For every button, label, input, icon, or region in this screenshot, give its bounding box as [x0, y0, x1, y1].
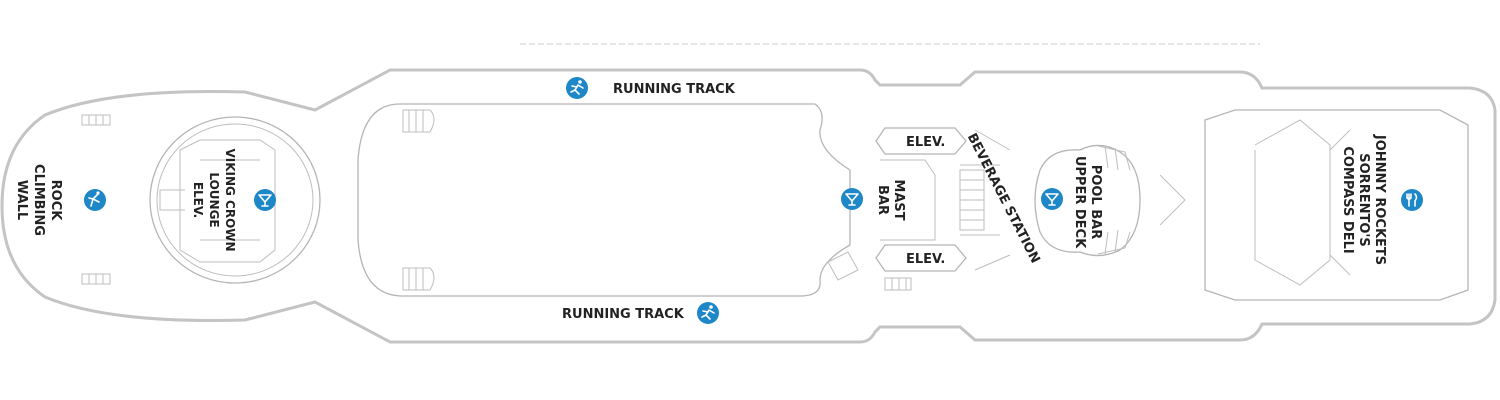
stairs-upper-left — [81, 114, 111, 126]
stairs-mast-lower — [827, 251, 859, 281]
elevator-bank-top — [875, 127, 967, 155]
stairs-pool-bottom — [402, 267, 435, 291]
cocktail-icon — [1041, 188, 1063, 210]
johnny-rockets-label: JOHNNY ROCKETS — [1372, 134, 1387, 265]
pool-bar-upper-deck-label: POOL BAR UPPER DECK — [1072, 156, 1103, 249]
cocktail-icon — [841, 188, 863, 210]
elevator-top-label: ELEV. — [906, 135, 945, 150]
rock-climbing-wall-label: ROCK CLIMBING WALL — [14, 164, 63, 236]
stairs-small-aft — [884, 277, 912, 291]
rock-wall-line-3: WALL — [14, 180, 29, 220]
central-pool-deck-area — [357, 103, 851, 297]
stairs-mid — [959, 169, 985, 231]
stairs-lower-left — [81, 273, 111, 285]
pool-bar-line-1: POOL BAR — [1088, 165, 1103, 239]
stairs-pool-top — [402, 109, 435, 133]
pool-bar-line-2: UPPER DECK — [1072, 156, 1087, 249]
sorrentos-label: SORRENTO'S — [1356, 153, 1371, 246]
mid-structure-lines — [880, 129, 1011, 271]
compass-deli-label: COMPASS DELI — [1340, 146, 1355, 253]
cocktail-icon — [254, 189, 276, 211]
running-track-top-label: RUNNING TRACK — [613, 82, 736, 97]
viking-crown-line-1: VIKING CROWN — [223, 148, 237, 251]
elevator-bottom-label: ELEV. — [906, 252, 945, 267]
aft-dining-interior — [1159, 119, 1351, 286]
rock-wall-line-2: CLIMBING — [31, 164, 46, 236]
aft-dining-structure — [1204, 109, 1469, 301]
mast-bar-line-2: BAR — [875, 185, 890, 215]
viking-crown-outer-ring — [149, 116, 321, 284]
ship-hull-outline — [0, 68, 1497, 344]
climbing-icon — [84, 189, 106, 211]
viking-crown-line-2: LOUNGE — [207, 172, 221, 227]
running-icon — [566, 77, 588, 99]
fork-knife-icon — [1401, 189, 1423, 211]
viking-elev-label: ELEV. — [191, 182, 205, 218]
viking-crown-inner-ring — [156, 123, 314, 277]
aft-dining-label: JOHNNY ROCKETS SORRENTO'S COMPASS DELI — [1340, 134, 1387, 265]
running-track-bottom-label: RUNNING TRACK — [562, 307, 685, 322]
running-icon — [697, 302, 719, 324]
viking-crown-interior — [159, 139, 276, 263]
pool-bar-structure — [1034, 144, 1141, 257]
viking-crown-lounge-label: VIKING CROWN LOUNGE ELEV. — [191, 148, 237, 251]
mast-bar-label: MAST BAR — [875, 179, 906, 220]
pool-bar-stairs — [1097, 145, 1131, 255]
elevator-bank-bottom — [875, 244, 967, 272]
mast-bar-line-1: MAST — [891, 179, 906, 220]
rock-wall-line-1: ROCK — [48, 180, 63, 222]
